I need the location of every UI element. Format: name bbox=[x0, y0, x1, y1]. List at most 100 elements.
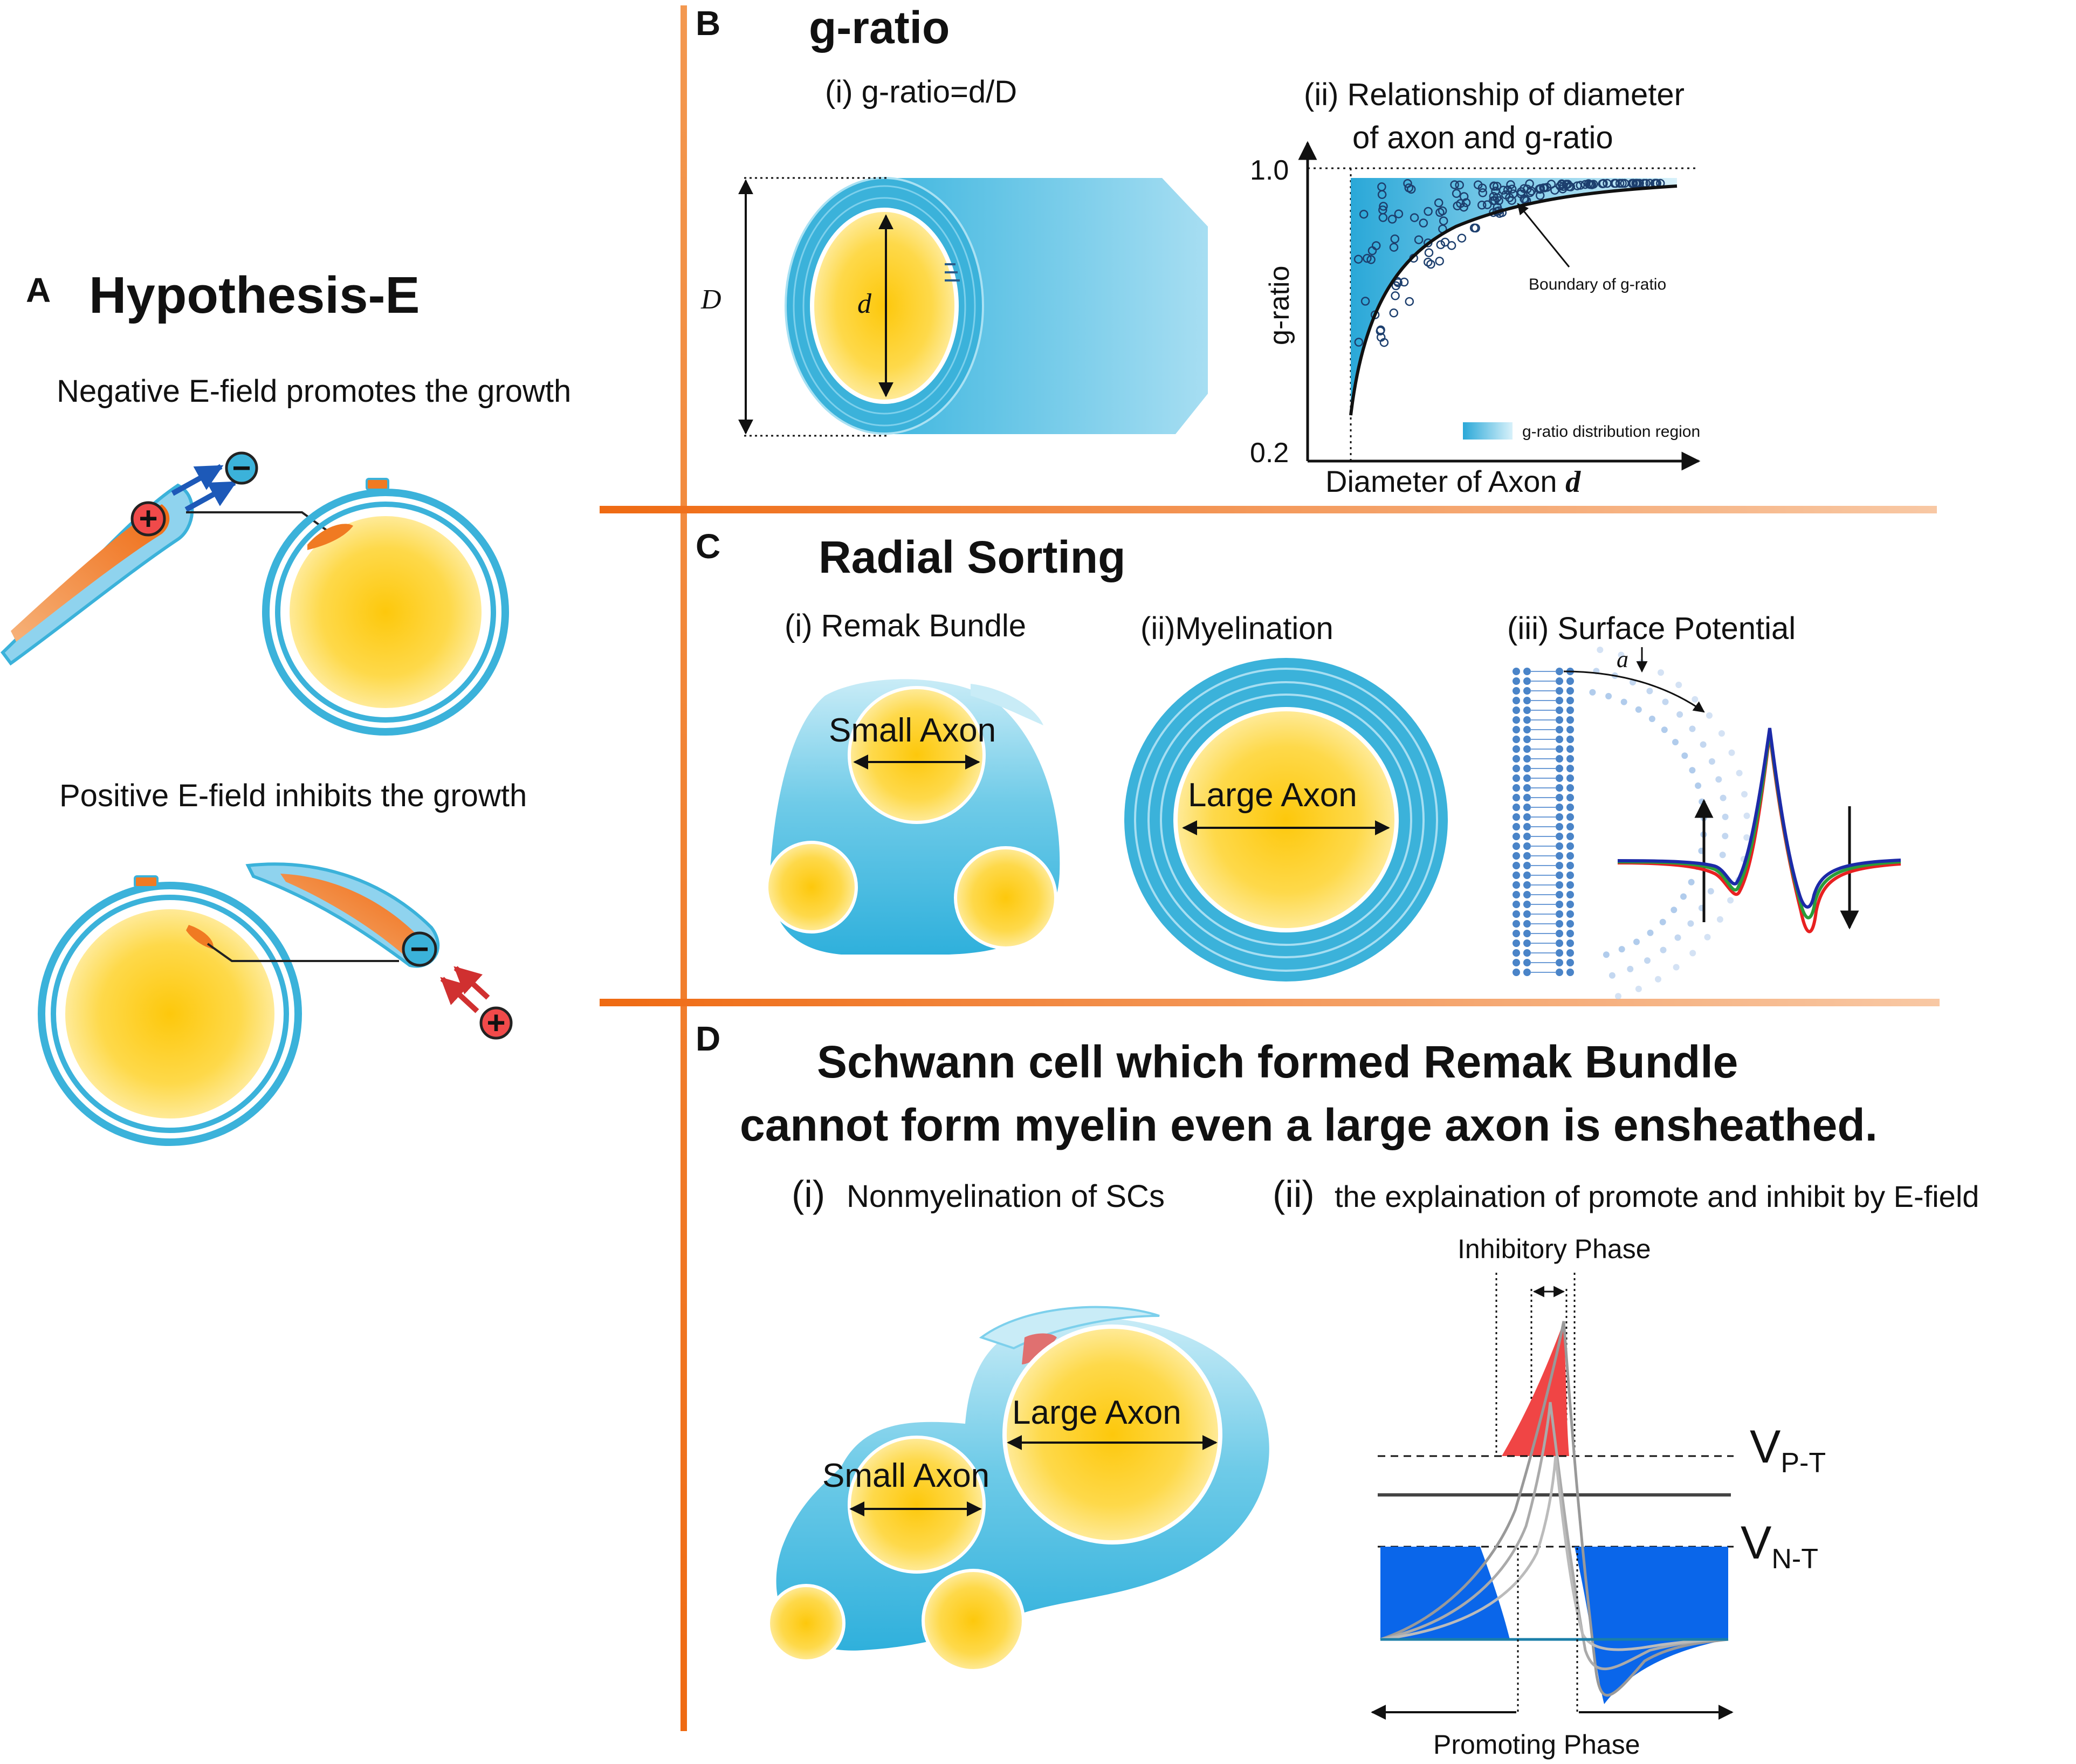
curved-lipid-head bbox=[1659, 918, 1666, 925]
panel-b-sub-ii-line2: of axon and g-ratio bbox=[1352, 120, 1613, 155]
g-ratio-point bbox=[1367, 246, 1377, 256]
curved-lipid-head bbox=[1727, 897, 1734, 904]
g-ratio-point bbox=[1435, 256, 1444, 266]
g-ratio-point bbox=[1576, 181, 1585, 190]
g-ratio-point bbox=[1507, 184, 1517, 194]
lipid-head bbox=[1523, 687, 1531, 695]
curved-lipid-head bbox=[1689, 767, 1696, 774]
lipid-head bbox=[1556, 755, 1563, 763]
g-ratio-point bbox=[1390, 234, 1400, 244]
lipid-head bbox=[1513, 959, 1520, 966]
nonmyel-large-label: Large Axon bbox=[1012, 1394, 1181, 1431]
lipid-head bbox=[1566, 736, 1574, 743]
lipid-head bbox=[1556, 697, 1563, 704]
lipid-head bbox=[1566, 910, 1574, 918]
sheath-flap-bottom bbox=[134, 875, 159, 888]
panel-a-caption-bottom: Positive E-field inhibits the growth bbox=[59, 778, 527, 813]
sc-tip-top bbox=[307, 524, 353, 550]
g-ratio-point bbox=[1525, 188, 1535, 197]
tick-top: 1.0 bbox=[1250, 155, 1289, 186]
g-ratio-point bbox=[1387, 215, 1397, 224]
g-ratio-point bbox=[1525, 179, 1534, 188]
leader-bottom bbox=[207, 943, 399, 962]
curved-lipid-head bbox=[1655, 976, 1661, 983]
lipid-head bbox=[1513, 862, 1520, 869]
g-ratio-point bbox=[1405, 297, 1414, 306]
curved-lipid-head bbox=[1704, 934, 1711, 941]
plus-sign-bottom: + bbox=[486, 1005, 505, 1041]
g-ratio-point bbox=[1354, 338, 1364, 347]
lipid-head bbox=[1513, 706, 1520, 714]
cylinder-ring-2 bbox=[802, 197, 966, 415]
sheath-mid-bottom bbox=[51, 895, 289, 1133]
curved-lipid-head bbox=[1661, 726, 1668, 733]
g-ratio-point bbox=[1447, 241, 1456, 250]
lipid-head bbox=[1523, 813, 1531, 821]
g-ratio-point bbox=[1389, 243, 1399, 252]
chart-x-label: Diameter of Axon d bbox=[1325, 464, 1581, 499]
nonmyel-large-axon bbox=[1002, 1324, 1222, 1545]
remak-small-axon bbox=[848, 686, 986, 824]
divider-c-d bbox=[600, 999, 1940, 1006]
g-ratio-point bbox=[1456, 199, 1465, 208]
lipid-head bbox=[1513, 901, 1520, 908]
arrow-blue-2 bbox=[184, 480, 237, 512]
g-ratio-point bbox=[1469, 223, 1479, 232]
curved-lipid-head bbox=[1674, 934, 1681, 941]
g-ratio-point bbox=[1376, 326, 1385, 336]
nonmyelination-bundle: Large Axon Small Axon bbox=[767, 1306, 1269, 1672]
lipid-head bbox=[1523, 736, 1531, 743]
g-ratio-point bbox=[1503, 186, 1513, 195]
axon-bottom bbox=[63, 907, 277, 1121]
lipid-head bbox=[1513, 852, 1520, 860]
panel-d-sub-i-num: (i) bbox=[792, 1173, 825, 1215]
g-ratio-point bbox=[1436, 240, 1446, 250]
curved-lipid-head bbox=[1708, 758, 1715, 765]
panel-d-sub-ii: the explaination of promote and inhibit … bbox=[1335, 1179, 1979, 1213]
g-ratio-point bbox=[1419, 218, 1428, 228]
curved-lipid-head bbox=[1688, 878, 1695, 886]
nonmyel-axon-right bbox=[922, 1569, 1025, 1672]
g-ratio-chart: Boundary of g-ratio g-ratio distribution… bbox=[1250, 141, 1701, 499]
lipid-head bbox=[1566, 706, 1574, 714]
minus-sign-top: − bbox=[232, 450, 251, 486]
lipid-head bbox=[1566, 949, 1574, 957]
g-ratio-point bbox=[1563, 180, 1572, 189]
lipid-head bbox=[1523, 794, 1531, 801]
g-ratio-point bbox=[1438, 206, 1447, 216]
curved-lipid-head bbox=[1719, 852, 1726, 859]
lipid-head bbox=[1556, 823, 1563, 830]
lipid-head bbox=[1556, 842, 1563, 850]
g-ratio-boundary bbox=[1349, 184, 1678, 416]
ap-trace-3 bbox=[1380, 1456, 1729, 1651]
promoting-blue-right bbox=[1575, 1547, 1728, 1704]
lipid-head bbox=[1566, 794, 1574, 801]
lipid-head bbox=[1556, 959, 1563, 966]
cylinder-tick-marks bbox=[945, 263, 960, 282]
plus-sign-top: + bbox=[139, 500, 157, 537]
remak-flap bbox=[971, 684, 1043, 725]
lipid-head bbox=[1523, 862, 1531, 869]
promote-schematic: + − bbox=[1, 450, 509, 736]
promoting-label: Promoting Phase bbox=[1433, 1729, 1640, 1760]
g-ratio-point bbox=[1424, 257, 1433, 267]
g-ratio-point bbox=[1615, 179, 1625, 188]
panel-d-sub-i: Nonmyelination of SCs bbox=[847, 1179, 1165, 1214]
g-ratio-point bbox=[1434, 198, 1443, 208]
curved-lipid-head bbox=[1671, 907, 1678, 914]
lipid-head bbox=[1556, 706, 1563, 714]
lipid-head bbox=[1556, 852, 1563, 860]
panel-b-sub-i: (i) g-ratio=d/D bbox=[825, 74, 1017, 109]
minus-charge-bottom bbox=[402, 931, 437, 967]
lipid-head bbox=[1556, 939, 1563, 947]
sc-tail-bottom-core bbox=[280, 874, 418, 955]
g-ratio-point bbox=[1379, 338, 1389, 347]
curved-lipid-head bbox=[1618, 651, 1625, 658]
lipid-head bbox=[1523, 939, 1531, 947]
divider-b-c bbox=[600, 506, 1937, 513]
lipid-head bbox=[1556, 930, 1563, 937]
lipid-head bbox=[1523, 901, 1531, 908]
g-ratio-point bbox=[1450, 180, 1459, 189]
sc-tail-top-core bbox=[11, 504, 170, 642]
lipid-head bbox=[1523, 833, 1531, 840]
